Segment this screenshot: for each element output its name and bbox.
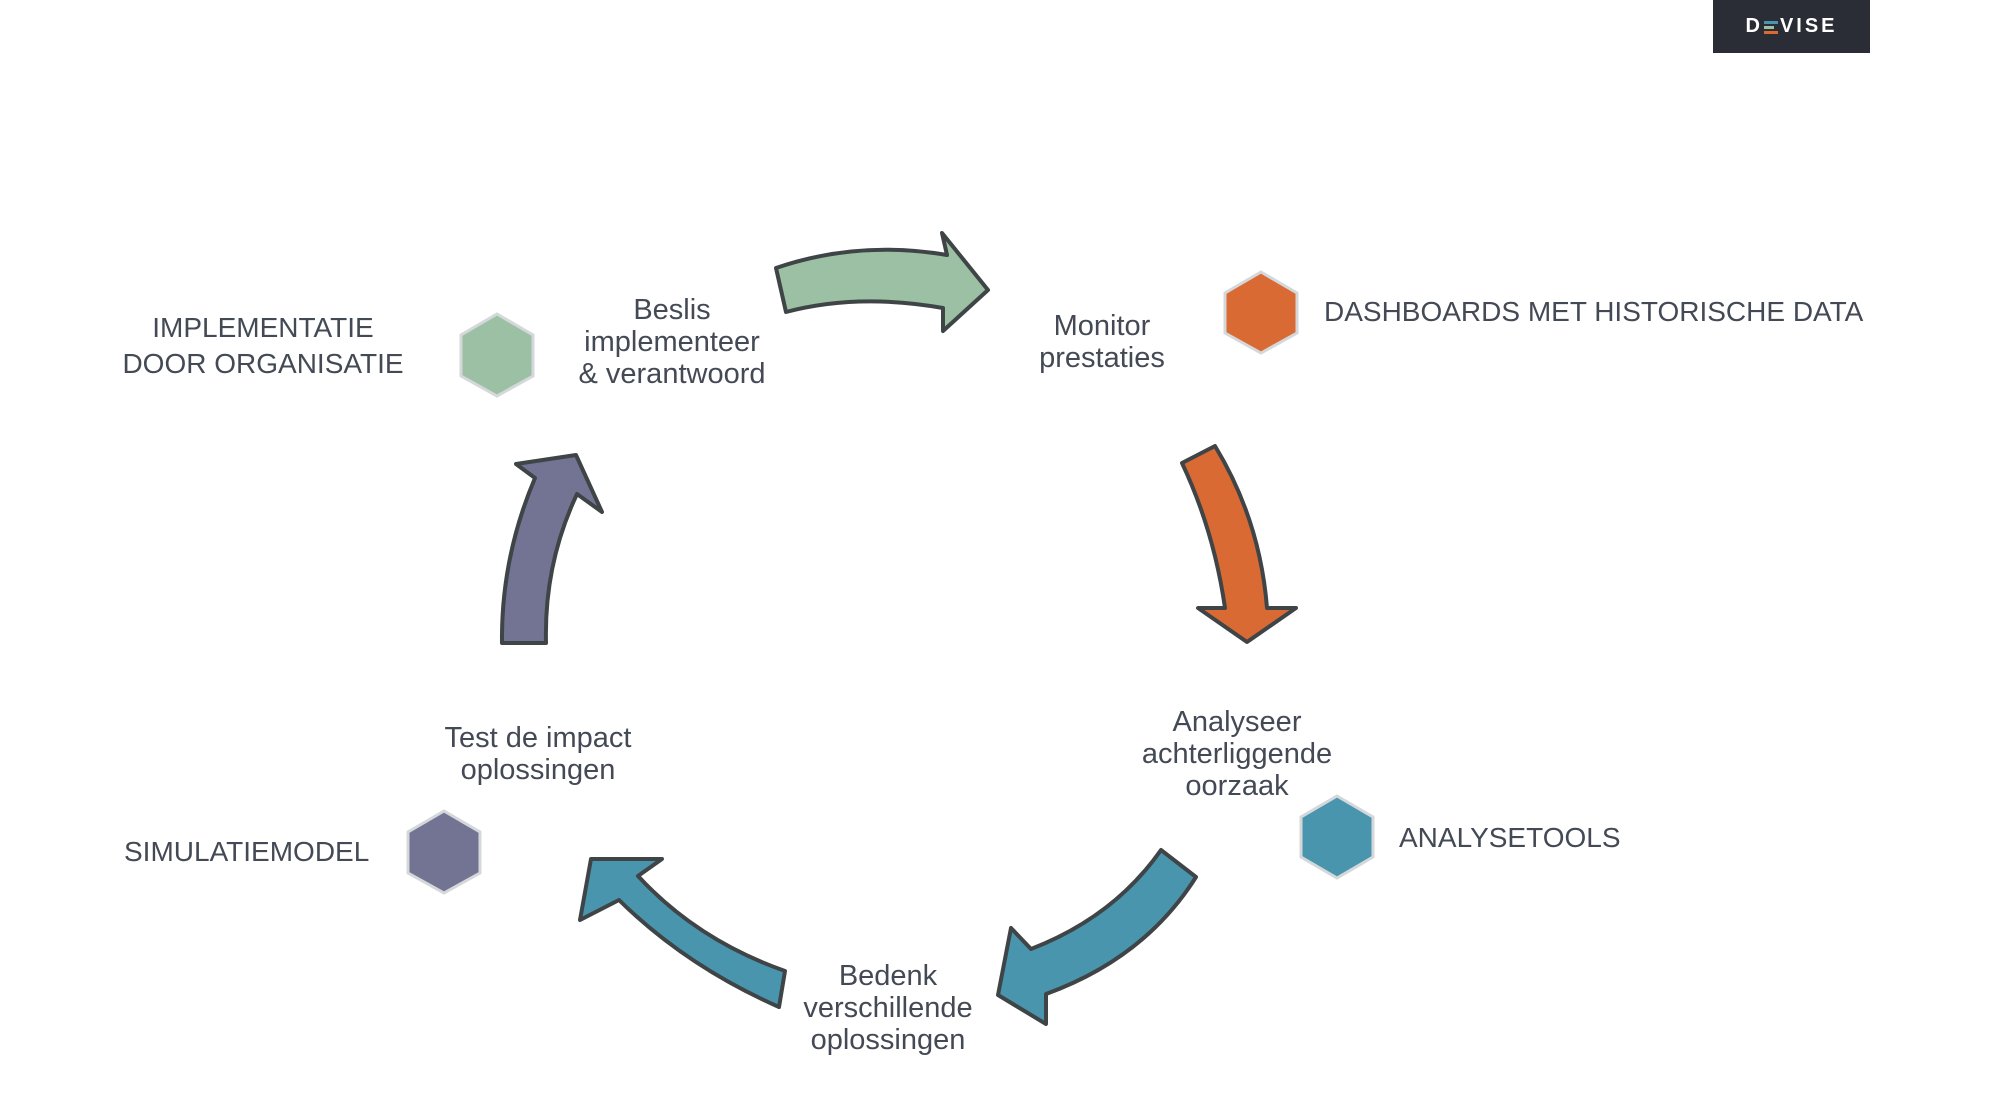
logo-text-end: VISE	[1779, 15, 1838, 37]
step-analyse-label: Analyseer achterliggende oorzaak	[1141, 706, 1333, 802]
arrow-devise-to-test	[578, 857, 787, 1009]
purple-hexagon-icon	[406, 809, 482, 895]
tool-simulation-label: SIMULATIEMODEL	[124, 836, 370, 867]
tool-dashboards-label: DASHBOARDS MET HISTORISCHE DATA	[1324, 296, 1864, 327]
arrow-test-to-decide	[499, 453, 604, 645]
green-hexagon-icon	[459, 312, 535, 398]
step-decide-label: Beslis implementeer & verantwoord	[578, 294, 766, 390]
step-devise-label: Bedenk verschillende oplossingen	[803, 960, 973, 1056]
arrow-monitor-to-analyse	[1180, 444, 1298, 644]
arrow-decide-to-monitor	[774, 231, 990, 333]
step-test-label: Test de impact oplossingen	[444, 722, 632, 786]
step-monitor-label: Monitor prestaties	[1039, 310, 1165, 374]
teal-hexagon-icon	[1299, 794, 1375, 880]
orange-hexagon-icon	[1223, 270, 1299, 355]
logo-text-start: D	[1745, 15, 1763, 37]
arrow-analyse-to-devise	[996, 848, 1198, 1026]
tool-analysetools-label: ANALYSETOOLS	[1399, 822, 1621, 853]
logo-e-mark-icon	[1763, 20, 1778, 34]
devise-logo: D VISE	[1713, 0, 1870, 53]
tool-implementation-label: IMPLEMENTATIE DOOR ORGANISATIE	[122, 312, 404, 379]
